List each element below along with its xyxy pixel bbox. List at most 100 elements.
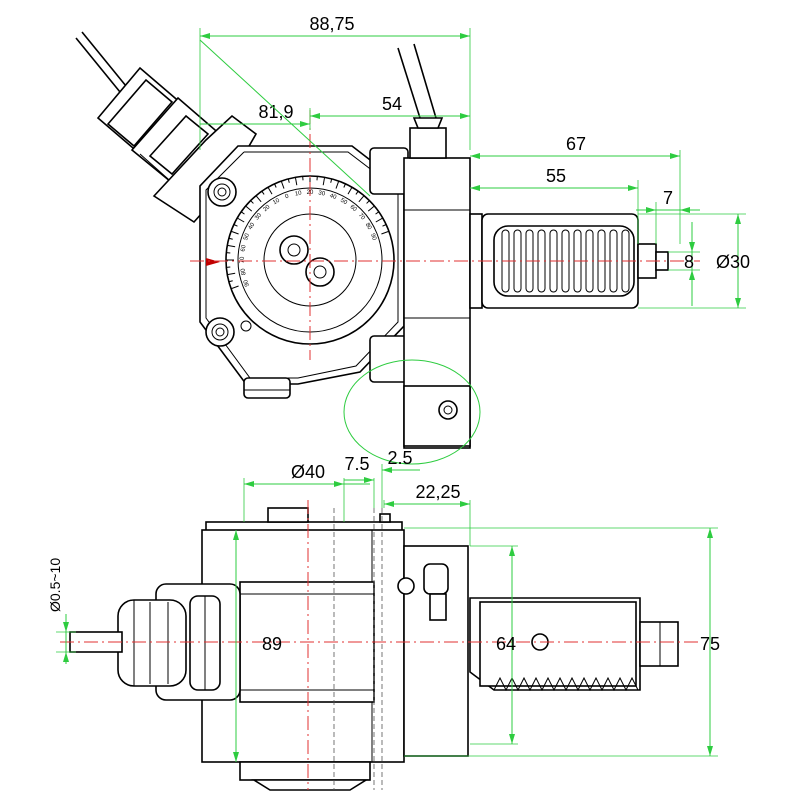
dial-label: 70 — [357, 212, 366, 221]
dim-67-label: 67 — [566, 134, 586, 154]
side-serrations — [493, 676, 639, 692]
dim-22-25-label: 22,25 — [415, 482, 460, 502]
dim-89-label: 89 — [262, 634, 282, 654]
dial-label: 40 — [329, 193, 338, 201]
dim-7-5-label: 7.5 — [344, 454, 369, 474]
collet-nut-face — [106, 78, 174, 148]
dim-collet-label: Ø0.5~10 — [47, 558, 63, 612]
dial-label: 80 — [364, 222, 373, 231]
angled-tool-assembly — [75, 31, 258, 224]
dial-tick — [287, 178, 290, 183]
dial-tick — [237, 217, 245, 223]
coolant-stem — [429, 593, 447, 621]
dim-88-75: 88,75 — [199, 14, 471, 150]
dial-tick — [280, 180, 285, 189]
dial-tick — [358, 195, 365, 203]
top-spindle-stub — [267, 507, 309, 523]
dial-label: 60 — [240, 244, 247, 252]
dim-55-label: 55 — [546, 166, 566, 186]
dial-tick — [230, 285, 239, 290]
dim-88-75-label: 88,75 — [309, 14, 354, 34]
dial-tick — [355, 190, 359, 195]
bottom-lug — [243, 377, 291, 399]
bottom-boss — [239, 761, 371, 781]
coolant-port — [397, 577, 415, 595]
dim-collet: Ø0.5~10 — [47, 558, 76, 664]
dim-81-9-label: 81,9 — [258, 102, 293, 122]
coolant-nozzle — [412, 117, 444, 129]
dial-tick — [330, 178, 333, 183]
dial-label: 60 — [349, 204, 358, 213]
lock-screw — [240, 320, 252, 332]
dim-55: 55 — [470, 166, 639, 244]
dial-label: 70 — [240, 256, 246, 263]
coolant-pipe-edge — [413, 43, 437, 119]
side-pilot — [639, 621, 679, 667]
dial-tick — [347, 187, 353, 195]
side-tooth-profile — [493, 676, 639, 692]
tool-shaft — [75, 37, 121, 93]
dim-7-label: 7 — [663, 188, 673, 208]
coolant-fitting-side — [423, 563, 449, 595]
dim-7: 7 — [636, 188, 700, 244]
side-shank-inner — [479, 601, 637, 687]
dim-64: 64 — [470, 545, 518, 745]
dial-tick — [335, 180, 340, 189]
dial-tick — [322, 177, 326, 186]
clamp-block — [369, 43, 471, 449]
dial-label: 30 — [254, 212, 263, 221]
dial-label: 90 — [243, 278, 251, 287]
dim-2-5-label: 2.5 — [387, 448, 412, 468]
serrations — [501, 229, 630, 293]
dial-label: 0 — [284, 193, 290, 200]
dial-label: 50 — [339, 198, 348, 207]
dial-label: 90 — [369, 233, 377, 242]
collet-nut — [117, 599, 187, 687]
spindle-a — [279, 235, 309, 265]
coolant-fitting — [409, 127, 447, 159]
bolt-upper — [207, 177, 237, 207]
dim-89: 89 — [233, 530, 282, 762]
dial-tick — [381, 230, 390, 235]
dial-ticks — [226, 176, 390, 290]
dial-tick — [375, 211, 380, 215]
dim-8: 8 — [668, 222, 700, 306]
bolt-lower — [205, 317, 235, 347]
dim-30: Ø30 — [638, 213, 750, 309]
dial-tick — [261, 190, 265, 195]
dim-54-label: 54 — [382, 94, 402, 114]
dial-label: 80 — [240, 267, 247, 275]
top-pin — [379, 513, 391, 523]
mounting-plate-lower — [403, 385, 471, 447]
dim-30-label: Ø30 — [716, 252, 750, 272]
detail-circle — [343, 359, 481, 465]
dim-40-label: Ø40 — [291, 462, 325, 482]
dim-67: 67 — [470, 134, 681, 244]
dial-tick — [250, 200, 254, 204]
spindle-b — [305, 257, 335, 287]
dial-tick — [255, 195, 262, 203]
dial-label: 10 — [295, 190, 303, 197]
tool-shaft-edge — [81, 31, 127, 87]
dial-tick — [228, 280, 233, 283]
dial-tick — [375, 217, 383, 223]
dial-tick — [233, 224, 238, 227]
dial-label: 40 — [248, 222, 257, 231]
dial-tick — [343, 183, 346, 188]
dim-75-label: 75 — [700, 634, 720, 654]
dim-75: 75 — [404, 527, 720, 757]
dial-tick — [294, 177, 298, 186]
dial-tick — [228, 237, 233, 240]
dim-22-25: 22,25 — [383, 482, 471, 546]
angle-pointer-icon — [206, 258, 220, 266]
dial-tick — [227, 244, 236, 248]
dial-label: 10 — [272, 197, 281, 206]
dim-54: 54 — [310, 94, 470, 119]
grub-screw — [438, 400, 458, 420]
coolant-pipe — [397, 47, 421, 119]
dim-40: Ø40 — [243, 462, 370, 522]
dial-tick — [227, 272, 236, 276]
